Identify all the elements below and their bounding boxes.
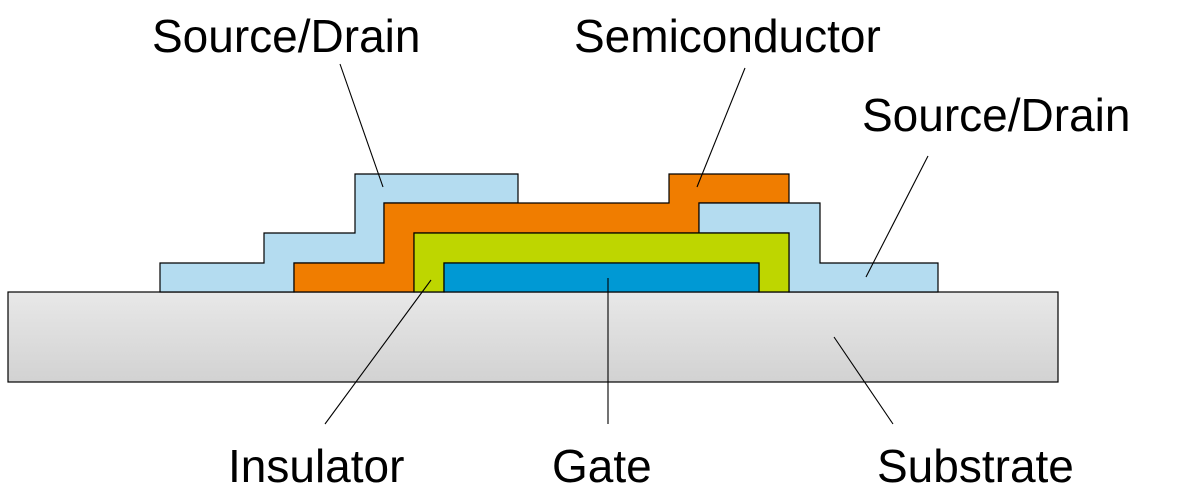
source-drain-left-label: Source/Drain	[152, 10, 420, 62]
gate-label: Gate	[552, 440, 652, 492]
substrate-leader	[833, 336, 894, 425]
substrate-label: Substrate	[877, 440, 1074, 492]
source-drain-right-label: Source/Drain	[862, 89, 1130, 141]
insulator-label: Insulator	[228, 440, 404, 492]
insulator-leader	[324, 279, 432, 425]
substrate-layer	[7, 291, 1059, 383]
source-drain-left-leader	[339, 63, 384, 188]
semiconductor-leader	[696, 67, 746, 188]
source-drain-right-leader	[865, 155, 929, 278]
gate-layer	[443, 262, 760, 293]
semiconductor-label: Semiconductor	[574, 10, 881, 62]
